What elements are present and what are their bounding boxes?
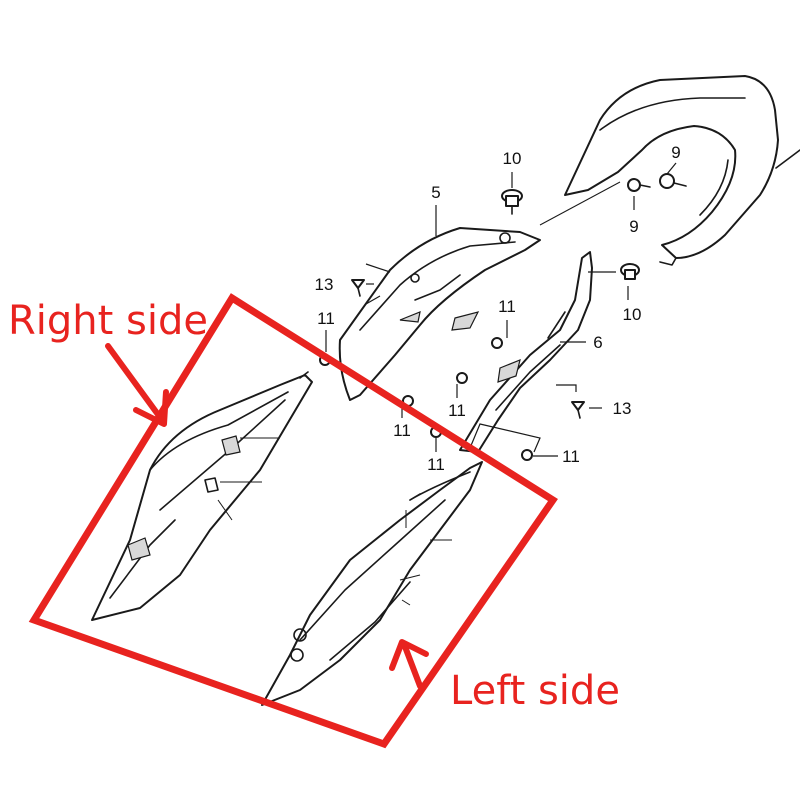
fasteners	[319, 173, 687, 461]
callout-label: 5	[431, 183, 440, 202]
rear-grab-rail	[539, 75, 800, 266]
screw-icon	[491, 337, 503, 349]
callout-label: 11	[317, 309, 335, 328]
left-rear-fender-piece	[459, 251, 593, 453]
screw-icon	[521, 449, 533, 461]
callout-label: 11	[562, 447, 580, 466]
callout-label: 10	[623, 305, 642, 324]
left-side-cover	[261, 461, 483, 706]
bolt-icon	[659, 173, 687, 189]
callout-label: 13	[315, 275, 334, 294]
right-side-label: Right side	[8, 298, 208, 344]
callout-label: 11	[393, 421, 411, 440]
callout-label: 11	[427, 455, 445, 474]
callout-label: 11	[498, 297, 516, 316]
callout-label: 10	[503, 149, 522, 168]
callout-label: 9	[671, 143, 680, 162]
callout-label: 6	[593, 333, 602, 352]
center-cowl	[338, 227, 541, 401]
screw-icon	[456, 372, 468, 384]
callout-label: 13	[613, 399, 632, 418]
leader-lines	[325, 162, 677, 457]
callout-numbers: 5 6 9 9 10 10 11 11 11 11 11 11 13 13	[315, 143, 681, 474]
annotations: Right side Left side	[8, 293, 620, 749]
arrow-icon	[105, 343, 169, 427]
right-side-cover	[91, 371, 313, 621]
grommet-icon	[501, 189, 523, 215]
left-side-label: Left side	[450, 668, 620, 714]
screw-icon	[351, 279, 365, 297]
highlight-frame	[28, 293, 558, 749]
callout-label: 11	[448, 401, 466, 420]
arrow-icon	[389, 639, 429, 689]
screw-icon	[571, 401, 585, 419]
callout-label: 9	[629, 217, 638, 236]
bolt-icon	[627, 178, 651, 192]
grommet-icon	[620, 263, 640, 280]
